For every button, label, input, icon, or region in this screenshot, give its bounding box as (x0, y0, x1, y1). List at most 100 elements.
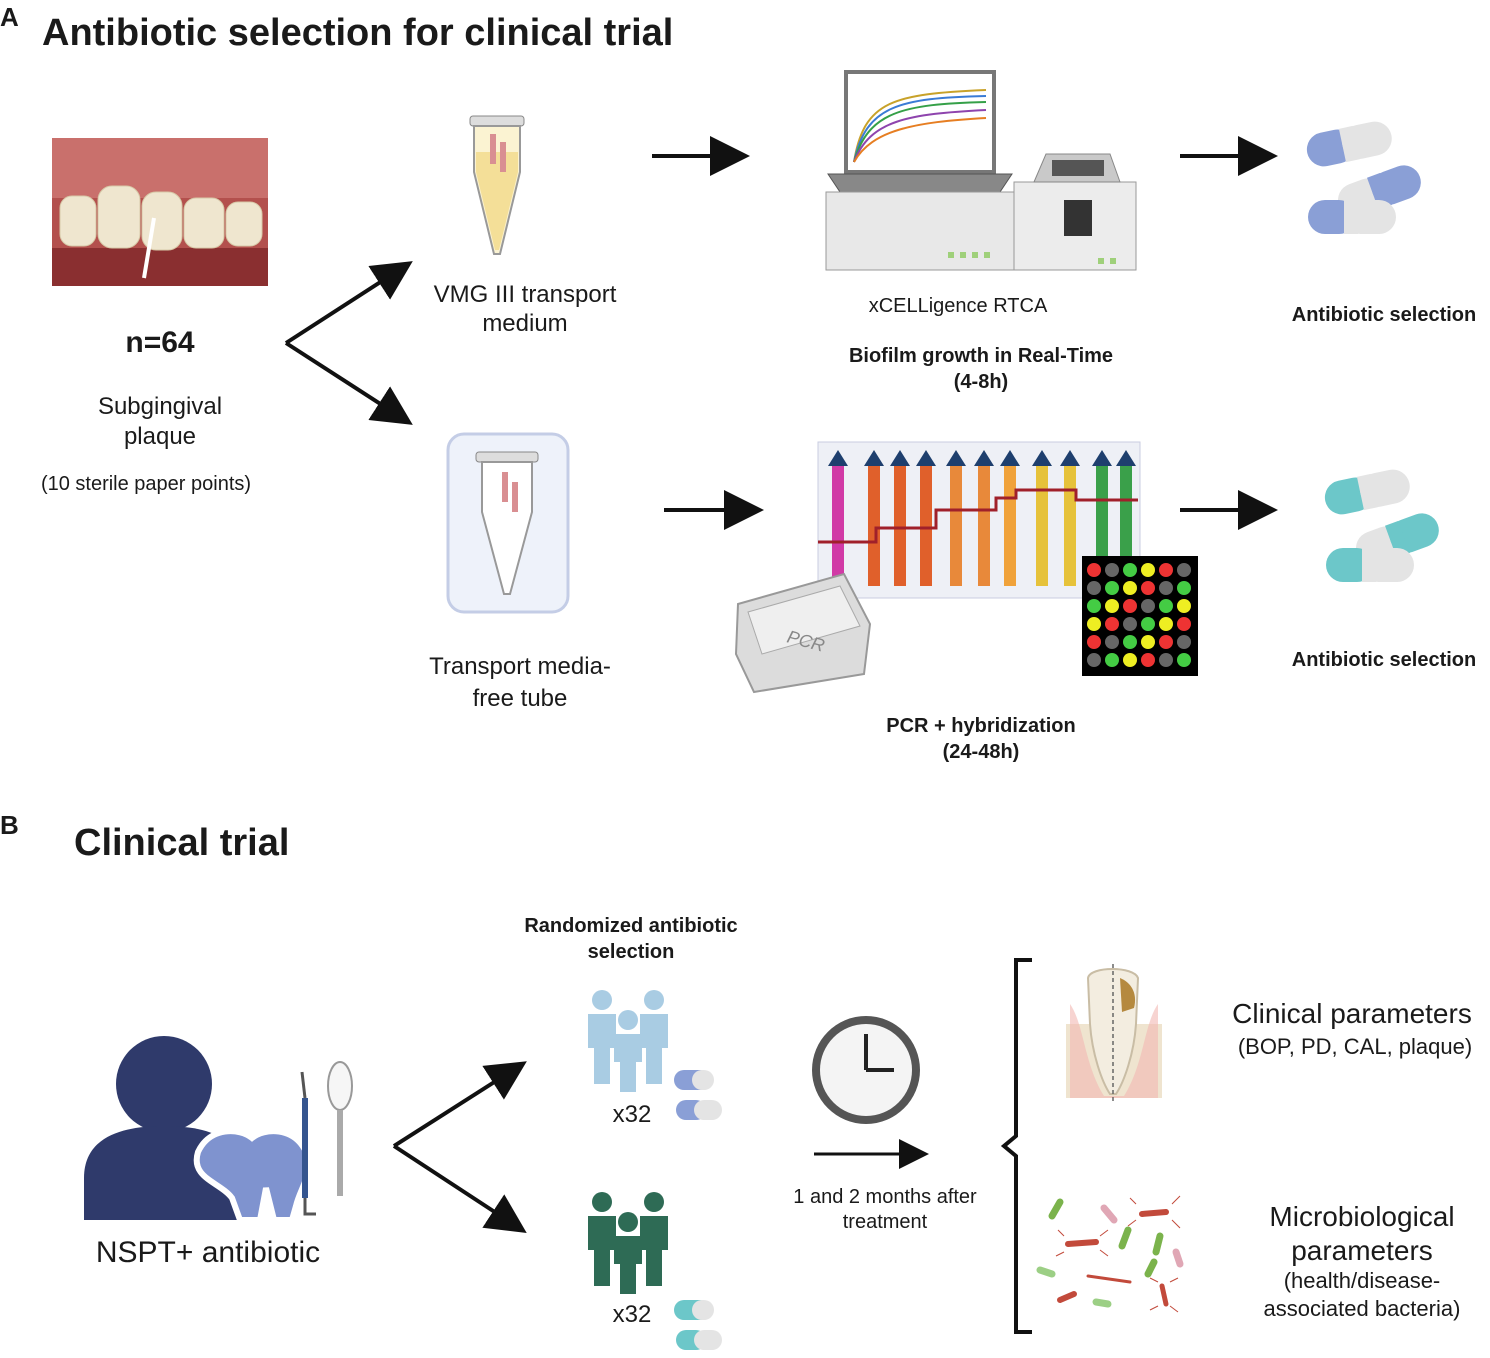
microbiological-detail-line2: associated bacteria) (1263, 1296, 1461, 1321)
array-spot (1141, 599, 1155, 613)
hybridization-strips-icon (817, 441, 1141, 599)
group-arrow-down (392, 1144, 527, 1233)
strip-bar (1036, 466, 1048, 586)
array-spot (1105, 581, 1119, 595)
array-spot (1105, 599, 1119, 613)
timing-label-line2: treatment (842, 1211, 928, 1233)
strip-cap (946, 450, 966, 466)
rtca-instrument-label: xCELLigence RTCA (868, 295, 1048, 317)
strip-bar (1064, 466, 1076, 586)
strip-bar (978, 466, 990, 586)
clinical-parameters-title: Clinical parameters (1232, 998, 1472, 1029)
panel-b-title: Clinical trial (74, 822, 290, 864)
array-spot (1177, 617, 1191, 631)
pcr-method-line2: (24-48h) (942, 741, 1020, 763)
group1-count: x32 (612, 1101, 652, 1128)
split-arrow-down (284, 341, 413, 425)
array-spot (1159, 599, 1173, 613)
strip-cap (974, 450, 994, 466)
array-spot (1105, 617, 1119, 631)
array-spot (1141, 581, 1155, 595)
strip-cap (1000, 450, 1020, 466)
array-spot (1177, 653, 1191, 667)
group2-pills-icon (674, 1300, 722, 1350)
array-spot (1123, 617, 1137, 631)
sample-note: (10 sterile paper points) (40, 473, 252, 495)
array-spot (1087, 653, 1101, 667)
panel-a-letter: A (0, 2, 19, 32)
antibiotic-selection-label-2: Antibiotic selection (1291, 649, 1477, 671)
vmg-tube-label-line2: medium (482, 310, 568, 337)
array-spot (1105, 653, 1119, 667)
strip-bar (920, 466, 932, 586)
vmg-tube-label-line1: VMG III transport (433, 281, 617, 308)
array-spot (1141, 635, 1155, 649)
pills-teal-icon (1324, 469, 1439, 582)
media-free-tube-label-line2: free tube (472, 685, 568, 712)
microbiological-detail-line1: (health/disease- (1283, 1268, 1441, 1293)
array-spot (1159, 653, 1173, 667)
array-spot (1123, 581, 1137, 595)
array-spot (1123, 635, 1137, 649)
media-free-tube-label-line1: Transport media- (429, 653, 611, 680)
randomized-label-line1: Randomized antibiotic (524, 915, 738, 937)
sample-label-line2: plaque (123, 423, 197, 450)
clinical-parameters-detail: (BOP, PD, CAL, plaque) (1237, 1034, 1473, 1059)
array-spot (1141, 563, 1155, 577)
array-spot (1177, 563, 1191, 577)
subgingival-plaque-photo (52, 138, 268, 286)
pills-blue-icon (1306, 121, 1421, 234)
array-spot (1141, 617, 1155, 631)
group-arrow-up (392, 1061, 527, 1148)
strip-cap (1032, 450, 1052, 466)
array-spot (1177, 599, 1191, 613)
strip-bar (894, 466, 906, 586)
array-spot (1087, 581, 1101, 595)
clock-icon (812, 1016, 920, 1124)
microbiological-title-line1: Microbiological (1269, 1201, 1455, 1232)
strip-cap (890, 450, 910, 466)
pcr-machine-icon: PCR (734, 572, 872, 694)
sample-label-line1: Subgingival (97, 393, 223, 420)
media-free-tube-icon (446, 432, 570, 614)
strip-bar (832, 466, 844, 586)
strip-cap (828, 450, 848, 466)
strip-cap (864, 450, 884, 466)
patient-tooth-icon (84, 1036, 353, 1223)
array-spot (1159, 617, 1173, 631)
array-spot (1159, 635, 1173, 649)
microbiological-title-line2: parameters (1291, 1235, 1433, 1266)
array-spot (1123, 563, 1137, 577)
array-spot (1123, 599, 1137, 613)
strip-cap (1092, 450, 1112, 466)
array-spot (1141, 653, 1155, 667)
strip-bar (950, 466, 962, 586)
array-spot (1087, 563, 1101, 577)
periodontal-tooth-icon (1066, 964, 1162, 1102)
strip-cap (1116, 450, 1136, 466)
patient-label: NSPT+ antibiotic (95, 1236, 321, 1269)
array-spot (1159, 563, 1173, 577)
sample-count: n=64 (125, 326, 195, 359)
array-spot (1087, 635, 1101, 649)
timing-label-line1: 1 and 2 months after (793, 1186, 977, 1208)
biofilm-method-line2: (4-8h) (953, 371, 1009, 393)
group2-count: x32 (612, 1301, 652, 1328)
strip-cap (1060, 450, 1080, 466)
array-spot (1105, 563, 1119, 577)
array-spot (1087, 599, 1101, 613)
split-arrow-up (284, 261, 413, 345)
array-spot (1087, 617, 1101, 631)
group2-people-icon (588, 1192, 668, 1294)
array-spot (1177, 635, 1191, 649)
pcr-method-line1: PCR + hybridization (886, 715, 1076, 737)
panel-b-letter: B (0, 810, 19, 840)
array-spot (1177, 581, 1191, 595)
antibiotic-selection-label-1: Antibiotic selection (1291, 304, 1477, 326)
strip-cap (916, 450, 936, 466)
vmg-tube-icon (469, 115, 525, 255)
array-spot (1123, 653, 1137, 667)
group1-people-icon (588, 990, 668, 1092)
